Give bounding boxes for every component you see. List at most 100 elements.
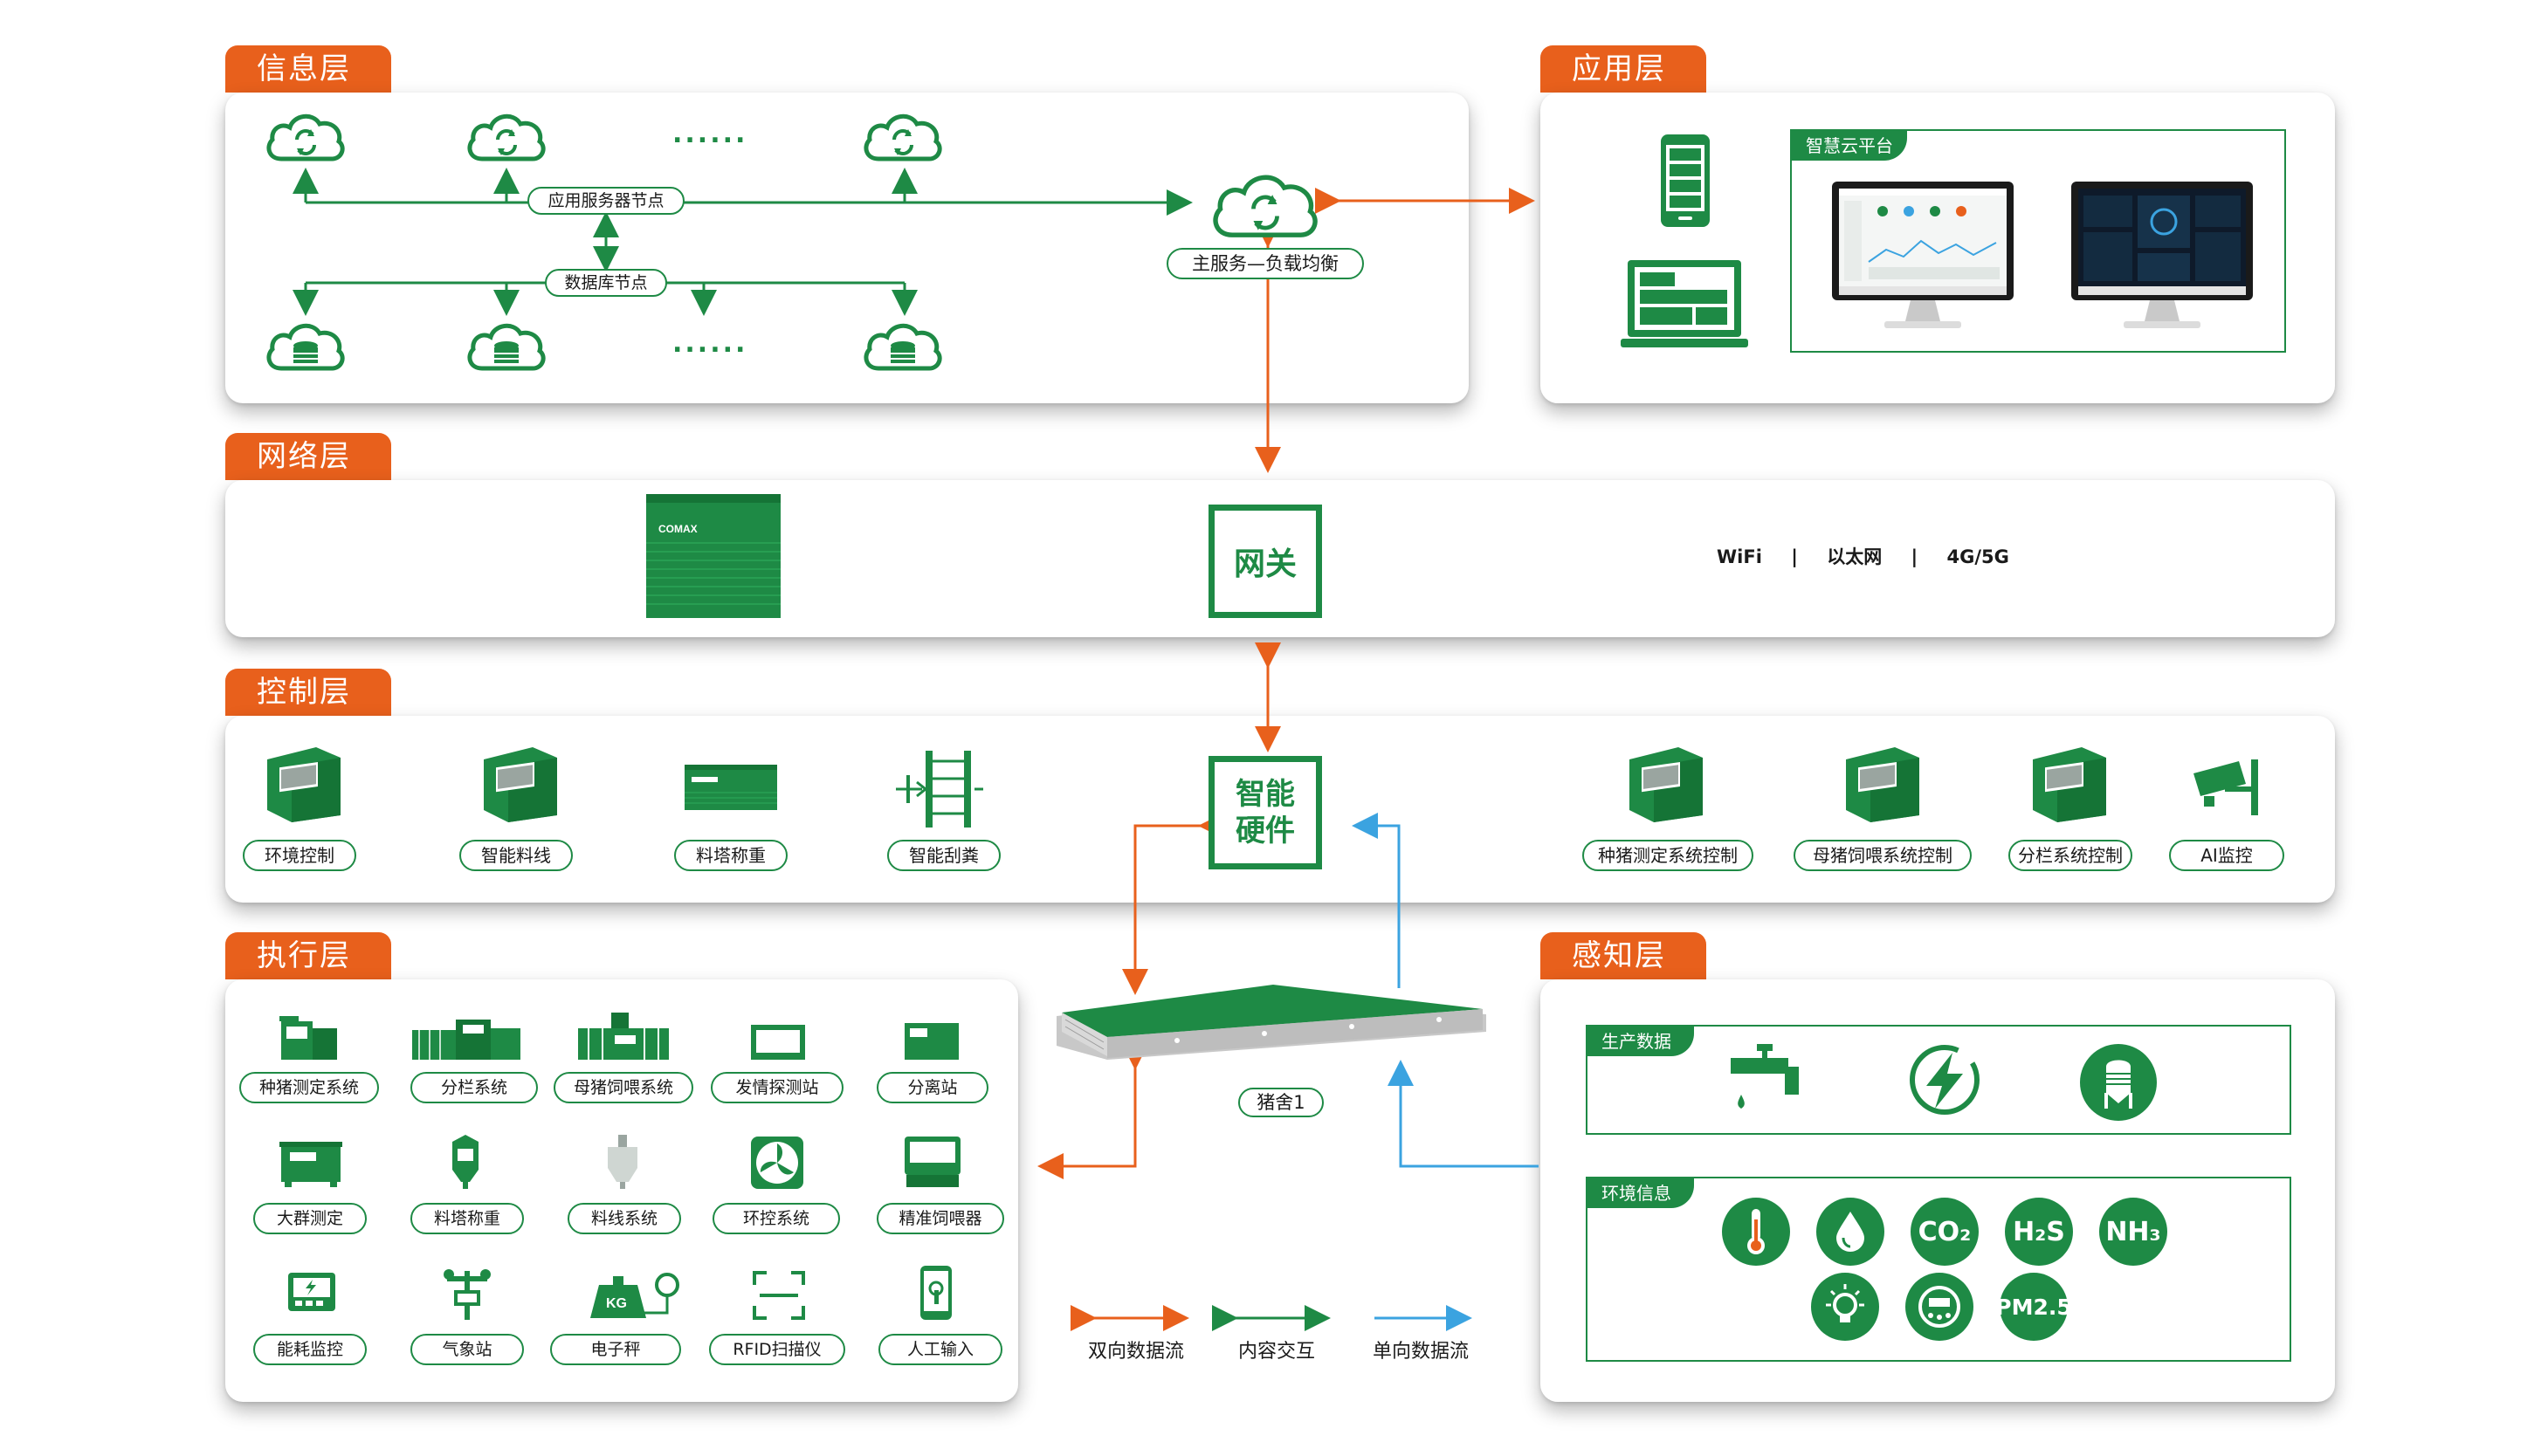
cloud-database-icon bbox=[266, 323, 345, 371]
conn-sep-2: | bbox=[1911, 546, 1918, 567]
gateway-label: 网关 bbox=[1233, 546, 1297, 582]
manual-input-icon bbox=[920, 1266, 952, 1320]
exec-layer-tab: 执行层 bbox=[225, 932, 391, 979]
conn-wifi: WiFi bbox=[1717, 546, 1762, 567]
cloud-sync-icon bbox=[266, 113, 345, 161]
db-node-label: 数据库节点 bbox=[545, 269, 667, 297]
cloud-sync-icon bbox=[864, 113, 942, 161]
app-server-node-label: 应用服务器节点 bbox=[527, 187, 685, 215]
meter-icon bbox=[1905, 1273, 1973, 1341]
control-item-label: 智能刮粪 bbox=[887, 840, 1001, 871]
exec-item-label: 分离站 bbox=[877, 1072, 988, 1103]
exec-item-label: 料线系统 bbox=[568, 1203, 681, 1234]
laptop-icon bbox=[1621, 260, 1748, 347]
estrus-station-icon bbox=[751, 1025, 805, 1060]
thermometer-icon bbox=[1722, 1198, 1790, 1266]
pig-barn-label: 猪舍1 bbox=[1238, 1088, 1324, 1117]
environment-info-box bbox=[1586, 1177, 2291, 1362]
conn-cellular: 4G/5G bbox=[1946, 546, 2009, 567]
h2s-badge: H₂S bbox=[2005, 1198, 2073, 1266]
pm25-badge: PM2.5 bbox=[1995, 1273, 2072, 1341]
network-layer-tab: 网络层 bbox=[225, 433, 391, 480]
monitor-icon bbox=[2071, 182, 2253, 328]
production-data-label: 生产数据 bbox=[1587, 1027, 1694, 1056]
sorting-system-icon bbox=[412, 1020, 520, 1060]
smart-hardware-line1: 智能 bbox=[1236, 777, 1295, 812]
exec-item-label: 母猪饲喂系统 bbox=[554, 1072, 693, 1103]
sense-layer-tab: 感知层 bbox=[1540, 932, 1706, 979]
conn-sep-1: | bbox=[1791, 546, 1798, 567]
control-item-label: 智能料线 bbox=[459, 840, 573, 871]
exec-item-label: 料塔称重 bbox=[410, 1203, 524, 1234]
legend-unidirectional: 单向数据流 bbox=[1373, 1341, 1470, 1363]
water-tap-icon bbox=[1731, 1044, 1799, 1109]
brand-logo-text: COMAX bbox=[658, 523, 698, 535]
exec-item-label: 电子秤 bbox=[550, 1334, 681, 1365]
precision-feeder-icon bbox=[905, 1137, 961, 1187]
weather-station-icon bbox=[444, 1269, 491, 1320]
pig-barn-icon bbox=[1057, 985, 1486, 1060]
exec-item-label: 气象站 bbox=[410, 1334, 524, 1365]
info-layer-tab: 信息层 bbox=[225, 45, 391, 93]
co2-badge: CO₂ bbox=[1911, 1198, 1979, 1266]
controller-box-icon bbox=[1846, 747, 1919, 822]
bulb-icon bbox=[1811, 1273, 1879, 1341]
rfid-scanner-icon bbox=[753, 1271, 805, 1320]
smart-hardware-line2: 硬件 bbox=[1236, 814, 1295, 848]
cloud-sync-icon bbox=[467, 113, 546, 161]
cloud-sync-icon bbox=[1213, 175, 1318, 237]
group-test-icon bbox=[279, 1142, 342, 1187]
gateway-device-icon: COMAX bbox=[646, 494, 781, 618]
lightning-icon bbox=[1910, 1045, 1980, 1115]
exec-item-label: 能耗监控 bbox=[253, 1334, 367, 1365]
camera-icon bbox=[2193, 759, 2258, 815]
smart-hardware-box: 智能 硬件 bbox=[1209, 756, 1322, 869]
controller-box-icon bbox=[267, 747, 341, 822]
cloud-database-icon bbox=[467, 323, 546, 371]
ellipsis-top: ...... bbox=[672, 119, 748, 149]
exec-item-label: 种猪测定系统 bbox=[239, 1072, 379, 1103]
control-item-label: 环境控制 bbox=[243, 840, 356, 871]
ellipsis-bottom: ...... bbox=[672, 328, 748, 359]
controller-box-icon bbox=[2033, 747, 2106, 822]
phone-icon bbox=[1661, 134, 1710, 227]
conn-ethernet: 以太网 bbox=[1827, 546, 1883, 567]
control-item-label: 分栏系统控制 bbox=[2008, 840, 2132, 871]
fan-icon bbox=[751, 1137, 803, 1189]
breeding-test-icon bbox=[279, 1016, 337, 1060]
control-item-label: AI监控 bbox=[2169, 840, 2284, 871]
sow-feeding-icon bbox=[578, 1013, 669, 1060]
environment-info-label: 环境信息 bbox=[1587, 1178, 1694, 1208]
exec-item-label: 人工输入 bbox=[878, 1334, 1002, 1365]
control-layer-tab: 控制层 bbox=[225, 669, 391, 716]
production-data-box bbox=[1586, 1025, 2291, 1135]
water-drop-icon bbox=[1816, 1198, 1884, 1266]
connectivity-list: WiFi | 以太网 | 4G/5G bbox=[1717, 543, 2009, 569]
weighing-controller-icon bbox=[685, 765, 777, 810]
exec-item-label: 发情探测站 bbox=[711, 1072, 844, 1103]
svg-text:KG: KG bbox=[606, 1296, 627, 1311]
control-item-label: 母猪饲喂系统控制 bbox=[1794, 840, 1972, 871]
nh3-badge: NH₃ bbox=[2099, 1198, 2167, 1266]
control-item-label: 料塔称重 bbox=[674, 840, 788, 871]
silo-weighing-icon bbox=[452, 1135, 479, 1189]
main-service-label: 主服务—负载均衡 bbox=[1167, 248, 1364, 279]
cloud-database-icon bbox=[864, 323, 942, 371]
exec-item-label: RFID扫描仪 bbox=[709, 1334, 845, 1365]
silo-icon bbox=[2080, 1044, 2157, 1121]
feed-line-icon bbox=[608, 1135, 637, 1189]
exec-item-label: 精准饲喂器 bbox=[877, 1203, 1004, 1234]
monitor-icon bbox=[1832, 182, 2014, 328]
app-layer-tab: 应用层 bbox=[1540, 45, 1706, 93]
control-item-label: 种猪测定系统控制 bbox=[1582, 840, 1753, 871]
legend-interaction: 内容交互 bbox=[1238, 1341, 1316, 1363]
exec-item-label: 环控系统 bbox=[713, 1203, 840, 1234]
controller-box-icon bbox=[1629, 747, 1703, 822]
separation-station-icon bbox=[905, 1023, 959, 1060]
cloud-platform-label: 智慧云平台 bbox=[1792, 131, 1907, 161]
energy-monitor-icon bbox=[288, 1273, 335, 1311]
gateway-box: 网关 bbox=[1209, 505, 1322, 618]
exec-item-label: 分栏系统 bbox=[410, 1072, 538, 1103]
cloud-platform-box bbox=[1790, 129, 2286, 353]
